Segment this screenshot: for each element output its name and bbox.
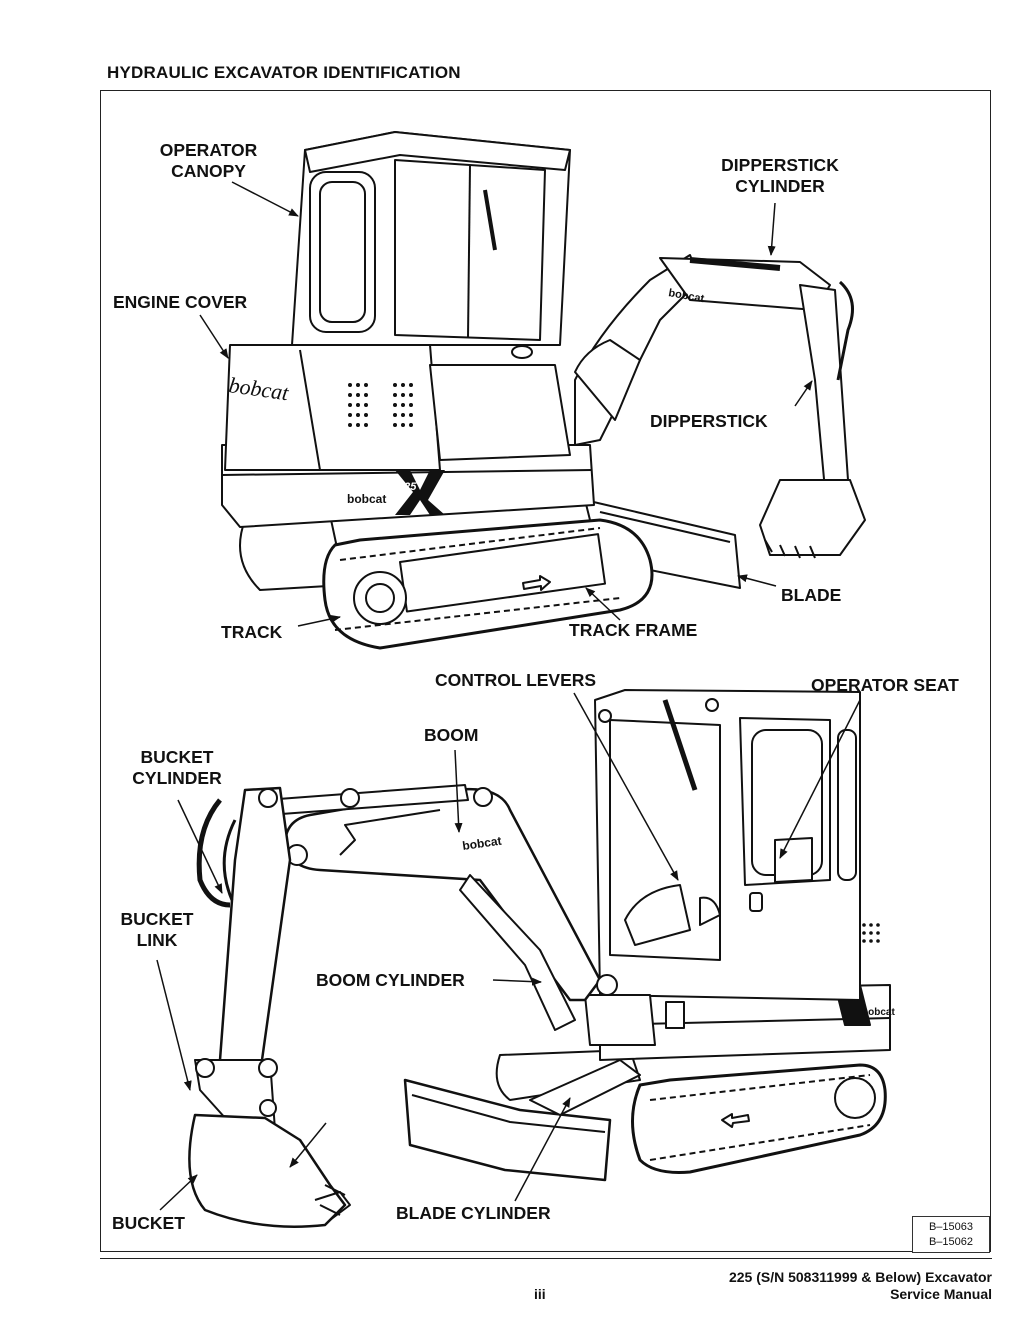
figure-id-box: B–15063 B–15062 — [912, 1216, 990, 1253]
label-control-levers: CONTROL LEVERS — [435, 670, 597, 690]
label-track-frame: TRACK FRAME — [569, 620, 698, 640]
label-operator-seat: OPERATOR SEAT — [811, 675, 959, 695]
label-track: TRACK — [221, 622, 283, 642]
illustration-frame — [100, 90, 991, 1252]
figure-id-2: B–15062 — [928, 1236, 974, 1248]
label-blade-cylinder: BLADE CYLINDER — [396, 1203, 551, 1223]
svg-text:bobcat: bobcat — [461, 834, 502, 853]
label-engine-cover: ENGINE COVER — [113, 292, 248, 312]
leader-arrows — [156, 181, 861, 1211]
figure-id-1: B–15063 — [928, 1221, 974, 1233]
page-heading: HYDRAULIC EXCAVATOR IDENTIFICATION — [107, 63, 461, 82]
footer-title: 225 (S/N 508311999 & Below) Excavator Se… — [728, 1269, 992, 1302]
svg-text:bobcat: bobcat — [347, 492, 386, 506]
rear-view-excavator: bobcat 225 bobcat bobcat — [221, 131, 866, 650]
label-boom: BOOM — [424, 725, 479, 745]
label-blade: BLADE — [781, 585, 842, 605]
label-bucket: BUCKET — [112, 1213, 185, 1233]
label-operator-canopy: OPERATOR CANOPY — [159, 140, 258, 181]
model-decal: 225 — [397, 481, 417, 493]
footer-rule — [100, 1258, 992, 1259]
page-number: iii — [534, 1286, 546, 1302]
svg-text:bobcat: bobcat — [862, 1007, 895, 1018]
label-dipperstick-cylinder: DIPPERSTICK CYLINDER — [721, 155, 839, 196]
label-bucket-cylinder: BUCKET CYLINDER — [132, 747, 222, 788]
label-bucket-link: BUCKET LINK — [120, 909, 194, 950]
label-dipperstick: DIPPERSTICK — [650, 411, 768, 431]
label-boom-cylinder: BOOM CYLINDER — [316, 970, 465, 990]
front-view-excavator: bobcat bobcat — [188, 689, 895, 1228]
